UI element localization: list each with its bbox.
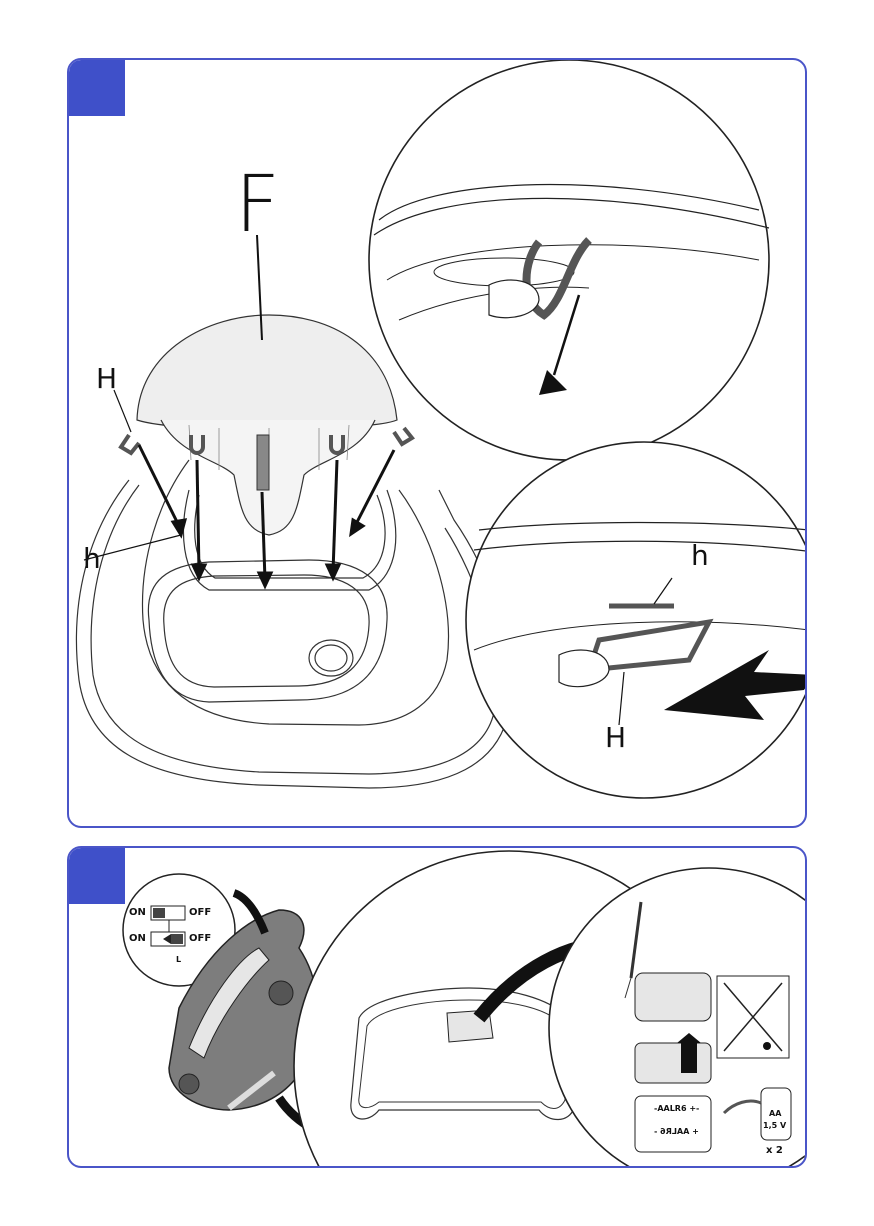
label-F: F: [235, 166, 280, 244]
detail-circle-2: [466, 442, 805, 798]
battery-slot-1: -AALR6 +-: [654, 1105, 699, 1113]
switch-off-2: OFF: [189, 934, 211, 944]
switch-on-2: ON: [129, 934, 146, 944]
step-2-illustration: [69, 848, 805, 1166]
step-panel-2: ON OFF ON OFF L -AALR6 +- + AALR6 - AA 1…: [67, 846, 807, 1168]
battery-voltage: 1,5 V: [763, 1122, 786, 1130]
switch-l: L: [176, 956, 181, 964]
battery-type: AA: [769, 1110, 781, 1118]
label-h-inset: h: [691, 542, 709, 570]
label-H-inset: H: [605, 724, 626, 752]
battery-slot-2: + AALR6 -: [654, 1128, 699, 1136]
step-1-illustration: [69, 60, 805, 826]
step-panel-1: F H h h H: [67, 58, 807, 828]
switch-on-1: ON: [129, 908, 146, 918]
label-h-left: h: [83, 545, 101, 573]
switch-off-1: OFF: [189, 908, 211, 918]
detail-circle-1: [369, 60, 769, 460]
label-H-left: H: [96, 365, 117, 393]
battery-quantity: x 2: [766, 1146, 783, 1156]
